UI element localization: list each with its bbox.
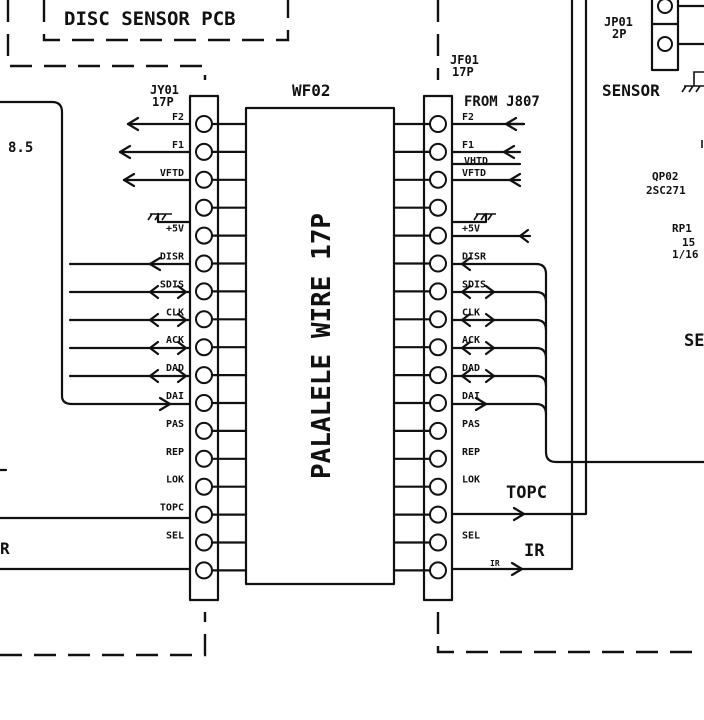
jy01-pin	[195, 254, 213, 273]
jy01-pin	[195, 282, 213, 301]
wf02-component: WF02 PALALELE WIRE 17P	[244, 81, 396, 586]
jp01-pins: 2P	[612, 27, 626, 41]
jy01-pin-label: SEL	[166, 531, 184, 542]
ir-right-label: IR	[524, 541, 545, 561]
disc-sensor-pcb-frame: DISC SENSOR PCB	[6, 0, 290, 80]
jy01-pin-label: F1	[172, 140, 184, 151]
jy01-pin	[195, 394, 213, 412]
jy01-pin	[195, 338, 213, 357]
right-wiring: FROM J807 VHTD TOPC IR IR	[450, 0, 704, 577]
jf01-pin-label: DISR	[462, 252, 487, 263]
rp1-value: 15	[682, 236, 695, 249]
topc-right-label: TOPC	[506, 483, 547, 503]
jy01-pin	[195, 170, 213, 189]
jy01-pin	[195, 310, 213, 329]
wf02-ref: WF02	[292, 81, 331, 100]
se-label: SE	[684, 331, 704, 351]
left-wiring: 8.5 R	[0, 100, 192, 571]
wf02-wire-links	[210, 122, 432, 572]
jy01-pin-label: DAD	[166, 363, 184, 374]
jy01-pin	[195, 198, 213, 217]
vhtd-label: VHTD	[464, 156, 488, 167]
jy01-pins: 17P	[152, 95, 174, 109]
jy01-pin	[195, 561, 213, 580]
jy01-pin-label: ACK	[166, 335, 184, 346]
jy01-ref: JY01	[150, 83, 179, 97]
jf01-pin	[429, 282, 447, 301]
jy01-pin-label: CLK	[166, 307, 184, 318]
jy01-pin	[195, 226, 213, 245]
jf01-pin	[429, 394, 447, 412]
jf01-pin	[429, 198, 447, 217]
sensor-label: SENSOR	[602, 81, 660, 100]
jf01-pin	[429, 170, 447, 189]
jy01-pin	[195, 142, 213, 161]
lower-right-frame	[436, 612, 704, 654]
lower-left-frame	[0, 612, 207, 657]
jf01-pin	[429, 505, 447, 524]
jf01-pin-label: DAI	[462, 391, 480, 402]
jf01-pin	[429, 254, 447, 273]
jf01-pin	[429, 366, 447, 385]
jf01-pin-label: F2	[462, 112, 474, 123]
jf01-pins: 17P	[452, 65, 474, 79]
jf01-pin	[429, 533, 447, 552]
jf01-pin-label: LOK	[462, 475, 480, 486]
jf01-pin-label: REP	[462, 447, 480, 458]
wf02-body	[244, 106, 396, 586]
left-ir-label: R	[0, 539, 10, 558]
jf01-pin-label: SEL	[462, 531, 480, 542]
left-edge-label: 8.5	[8, 140, 33, 156]
qp02-part: 2SC271	[646, 184, 686, 197]
disc-sensor-pcb-label: DISC SENSOR PCB	[64, 8, 236, 30]
jy01-pin	[195, 505, 213, 524]
jf01-pin-label: +5V	[462, 224, 480, 235]
jf01-pin	[429, 115, 447, 133]
jf01-pin	[429, 142, 447, 161]
jf01-pin-label: PAS	[462, 419, 480, 430]
jy01-pin	[195, 477, 213, 496]
jp01-ref: JP01	[604, 15, 633, 29]
qp02-ref: QP02	[652, 170, 679, 183]
jf01-pin-label: DAD	[462, 363, 480, 374]
jy01-pin-label: VFTD	[160, 168, 184, 179]
jf01-pin	[429, 338, 447, 357]
jf01-pin-label: VFTD	[462, 168, 486, 179]
jy01-pin-label: REP	[166, 447, 184, 458]
jy01-pin-label: +5V	[166, 224, 184, 235]
jp01-sensor-area: JP01 2P SENSOR QP02 2SC271 RP1 15 1/16 S…	[602, 0, 704, 351]
jf01-pin	[429, 310, 447, 329]
rp1-ref: RP1	[672, 222, 692, 235]
jy01-pin	[195, 449, 213, 468]
jf01-pin	[429, 226, 447, 245]
jf01-ref: JF01	[450, 53, 479, 67]
jy01-pin	[195, 533, 213, 552]
jy01-pin-label: TOPC	[160, 503, 184, 514]
jy01-pin-label: SDIS	[160, 279, 184, 290]
jy01-pin-label: F2	[172, 112, 184, 123]
jf01-pin-label: SDIS	[462, 279, 486, 290]
jy01-pin-label: DAI	[166, 391, 184, 402]
jf01-pin	[429, 477, 447, 496]
ir-small-label: IR	[490, 559, 500, 568]
jy01-pin	[195, 115, 213, 133]
jf01-pin	[429, 561, 447, 580]
jy01-pin	[195, 421, 213, 440]
jy01-pin-label: PAS	[166, 419, 184, 430]
from-j807-label: FROM J807	[464, 94, 540, 110]
jf01-pin-label: CLK	[462, 307, 480, 318]
rp1-rating: 1/16	[672, 248, 699, 261]
wf02-body-label: PALALELE WIRE 17P	[307, 213, 337, 479]
jy01-pin-label: DISR	[160, 252, 185, 263]
jf01-pin-label: F1	[462, 140, 474, 151]
jf01-pin-label: ACK	[462, 335, 480, 346]
jy01-connector: JY01 17P	[150, 83, 220, 602]
jy01-pin-label: LOK	[166, 475, 184, 486]
jf01-pin	[429, 421, 447, 440]
jy01-pin	[195, 366, 213, 385]
jf01-pin	[429, 449, 447, 468]
